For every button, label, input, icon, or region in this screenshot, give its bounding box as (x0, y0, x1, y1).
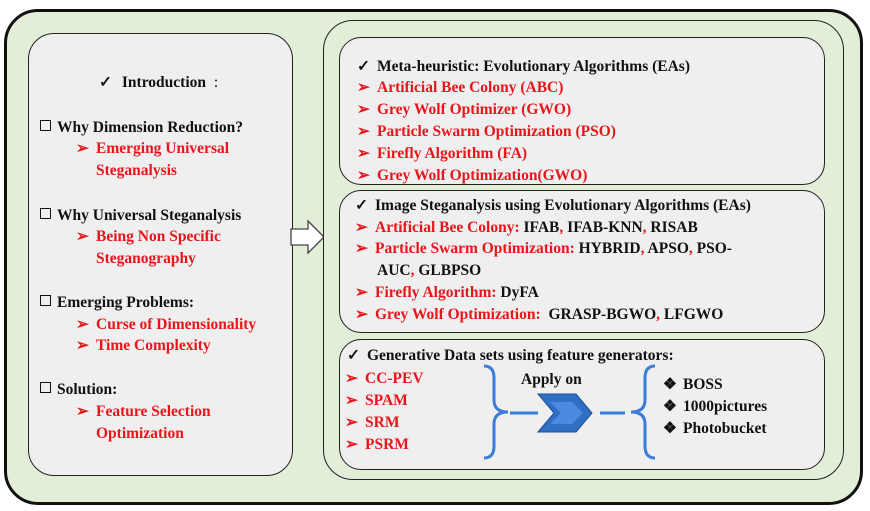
arrow-bullet-icon: ➢ (355, 240, 368, 257)
apply-on-label: Apply on (521, 371, 582, 388)
algorithm-item: ➢Artificial Bee Colony (ABC) (357, 79, 564, 96)
pso-row: ➢Particle Swarm Optimization: HYBRID, AP… (355, 240, 732, 257)
box2-title: ✓Image Steganalysis using Evolutionary A… (355, 197, 751, 214)
section-item: Optimization (96, 425, 184, 442)
section-title: Why Universal Steganalysis (40, 207, 241, 225)
arrow-bullet-icon: ➢ (357, 101, 370, 118)
arrow-bullet-icon: ➢ (355, 284, 368, 301)
section-item: Steganalysis (96, 162, 177, 179)
section-item: Steganography (96, 250, 196, 267)
section-item: ➢Curse of Dimensionality (76, 316, 257, 333)
box1-title: ✓Meta-heuristic: Evolutionary Algorithms… (357, 58, 690, 75)
arrow-bullet-icon: ➢ (76, 337, 89, 354)
diamond-bullet-icon: ❖ (663, 420, 677, 437)
check-icon: ✓ (357, 58, 370, 75)
section-item: ➢Emerging Universal (76, 140, 230, 157)
check-icon: ✓ (99, 74, 112, 91)
arrow-bullet-icon: ➢ (76, 140, 89, 157)
intro-heading: ✓ Introduction : (99, 74, 219, 91)
algorithm-item: ➢Grey Wolf Optimizer (GWO) (357, 101, 572, 118)
generator-item: ➢SRM (345, 414, 400, 431)
fa-row: ➢Firefly Algorithm: DyFA (355, 284, 539, 301)
arrow-bullet-icon: ➢ (345, 392, 358, 409)
arrow-bullet-icon: ➢ (345, 436, 358, 453)
generator-item: ➢CC-PEV (345, 370, 424, 387)
arrow-bullet-icon: ➢ (357, 167, 370, 184)
algorithm-item: ➢Particle Swarm Optimization (PSO) (357, 123, 616, 140)
box3-title: ✓Generative Data sets using feature gene… (347, 347, 674, 364)
diamond-bullet-icon: ❖ (663, 376, 677, 393)
arrow-bullet-icon: ➢ (357, 145, 370, 162)
section-item: ➢Time Complexity (76, 337, 211, 354)
arrow-bullet-icon: ➢ (355, 306, 368, 323)
dataset-item: ❖BOSS (663, 376, 723, 393)
image-steganalysis-box (339, 190, 825, 333)
arrow-bullet-icon: ➢ (357, 79, 370, 96)
pso-row-continued: AUC, GLBPSO (377, 262, 482, 279)
arrow-bullet-icon: ➢ (357, 123, 370, 140)
checkbox-square-icon (40, 382, 51, 393)
left-panel (28, 33, 293, 476)
section-title: Solution: (40, 381, 117, 399)
dataset-item: ❖1000pictures (663, 398, 768, 415)
left-brace-icon (630, 364, 656, 460)
chevron-arrow-icon (510, 393, 625, 433)
algorithm-item: ➢Firefly Algorithm (FA) (357, 145, 528, 162)
dataset-item: ❖Photobucket (663, 420, 767, 437)
checkbox-square-icon (40, 120, 51, 131)
right-brace-icon (483, 364, 509, 460)
section-item: ➢Being Non Specific (76, 228, 221, 245)
arrow-bullet-icon: ➢ (76, 403, 89, 420)
arrow-bullet-icon: ➢ (76, 316, 89, 333)
arrow-bullet-icon: ➢ (76, 228, 89, 245)
algorithm-item: ➢Grey Wolf Optimization(GWO) (357, 167, 588, 184)
section-title: Why Dimension Reduction? (40, 119, 243, 137)
meta-heuristic-box (339, 37, 825, 185)
arrow-bullet-icon: ➢ (345, 370, 358, 387)
section-item: ➢Feature Selection (76, 403, 211, 420)
arrow-bullet-icon: ➢ (345, 414, 358, 431)
checkbox-square-icon (40, 295, 51, 306)
generator-item: ➢PSRM (345, 436, 409, 453)
generator-item: ➢SPAM (345, 392, 408, 409)
check-icon: ✓ (355, 197, 368, 214)
diamond-bullet-icon: ❖ (663, 398, 677, 415)
checkbox-square-icon (40, 208, 51, 219)
abc-row: ➢Artificial Bee Colony: IFAB, IFAB-KNN, … (355, 219, 698, 236)
right-arrow-icon (290, 219, 325, 255)
arrow-bullet-icon: ➢ (355, 219, 368, 236)
section-title: Emerging Problems: (40, 294, 194, 312)
check-icon: ✓ (347, 347, 360, 364)
gwo-row: ➢Grey Wolf Optimization: GRASP-BGWO, LFG… (355, 306, 724, 323)
